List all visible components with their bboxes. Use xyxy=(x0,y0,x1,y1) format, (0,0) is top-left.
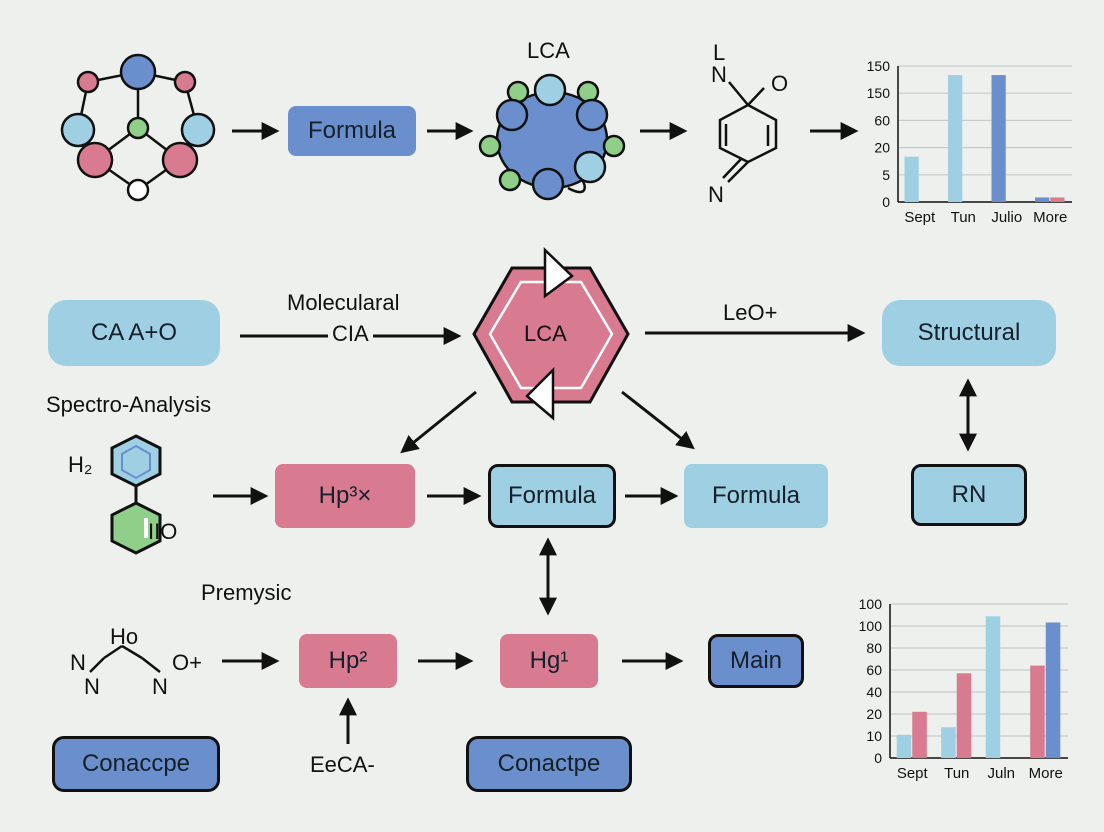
bar xyxy=(948,75,963,202)
hp3-box: Hp³× xyxy=(275,464,415,528)
x-tick-label: Juln xyxy=(987,765,1015,782)
structure-l: L xyxy=(713,40,726,65)
mol-n2: N xyxy=(84,674,100,699)
molecule-network-icon xyxy=(60,53,216,202)
ring-molecule-icon xyxy=(478,73,626,201)
bar xyxy=(1045,622,1061,758)
mol-n1: N xyxy=(70,650,86,675)
y-tick-label: 100 xyxy=(859,618,883,634)
formula-box-top: Formula xyxy=(288,106,416,156)
chemical-structure-icon xyxy=(718,81,778,183)
x-tick-label: Tun xyxy=(951,209,976,226)
hexagon-label: LCA xyxy=(524,321,567,346)
mol-ho: Ho xyxy=(110,624,139,649)
arrow-to-formula-2 xyxy=(621,390,695,450)
structure-n-bottom: N xyxy=(708,182,724,207)
structural-box: Structural xyxy=(882,300,1056,366)
y-tick-label: 60 xyxy=(874,112,890,128)
premysic-label: Premysic xyxy=(201,580,292,605)
benzene-structure-icon xyxy=(110,434,162,555)
rn-box: RN xyxy=(911,464,1027,526)
y-tick-label: 5 xyxy=(882,167,890,183)
arrow-to-hp3 xyxy=(400,390,477,454)
bar xyxy=(1030,665,1045,758)
y-tick-label: 100 xyxy=(859,596,883,612)
y-tick-label: 150 xyxy=(867,85,891,101)
h2-label: H₂ xyxy=(68,452,93,477)
bar xyxy=(1050,197,1065,202)
structure-o: O xyxy=(771,71,789,96)
y-tick-label: 0 xyxy=(882,194,890,210)
y-tick-label: 80 xyxy=(866,640,882,656)
y-tick-label: 60 xyxy=(866,662,882,678)
lio-label: IIO xyxy=(148,519,178,544)
formula-box-1: Formula xyxy=(488,464,616,528)
hp2-box: Hp² xyxy=(299,634,397,688)
eeca-label: EeCA- xyxy=(310,752,375,777)
x-tick-label: Tun xyxy=(944,765,969,782)
bar xyxy=(985,616,1001,758)
spectro-analysis-label: Spectro-Analysis xyxy=(46,392,212,417)
y-tick-label: 10 xyxy=(866,728,882,744)
formula-box-2: Formula xyxy=(684,464,828,528)
bar xyxy=(896,734,912,758)
x-tick-label: Sept xyxy=(897,765,929,782)
lca-hexagon xyxy=(472,247,630,421)
arrow-label-molecularal: Molecularal xyxy=(287,290,400,315)
arrow-label-leo: LeO+ xyxy=(723,300,778,325)
premysic-molecule-icon xyxy=(89,644,161,673)
y-tick-label: 0 xyxy=(874,750,882,766)
x-tick-label: More xyxy=(1033,209,1067,226)
arrow-label-cia: CIA xyxy=(328,321,373,347)
y-tick-label: 40 xyxy=(866,684,882,700)
x-tick-label: Sept xyxy=(904,209,936,226)
mol-o-plus: O+ xyxy=(172,650,202,675)
structure-n-top: N xyxy=(711,62,727,87)
y-tick-label: 150 xyxy=(867,58,891,74)
y-tick-label: 20 xyxy=(874,140,890,156)
start-box: CA A+O xyxy=(48,300,220,366)
hg1-box: Hg¹ xyxy=(500,634,598,688)
conaccpe-box: Conaccpe xyxy=(52,736,220,792)
bar xyxy=(912,711,927,758)
x-tick-label: More xyxy=(1029,765,1063,782)
conactpe-box: Conactpe xyxy=(466,736,632,792)
x-tick-label: Julio xyxy=(991,209,1022,226)
bar xyxy=(1035,197,1050,202)
y-tick-label: 20 xyxy=(866,706,882,722)
bar xyxy=(991,75,1006,202)
bar xyxy=(941,727,956,758)
main-box: Main xyxy=(708,634,804,688)
bar xyxy=(904,156,919,202)
lca-title: LCA xyxy=(527,38,570,63)
bar xyxy=(956,673,972,758)
mol-n3: N xyxy=(152,674,168,699)
